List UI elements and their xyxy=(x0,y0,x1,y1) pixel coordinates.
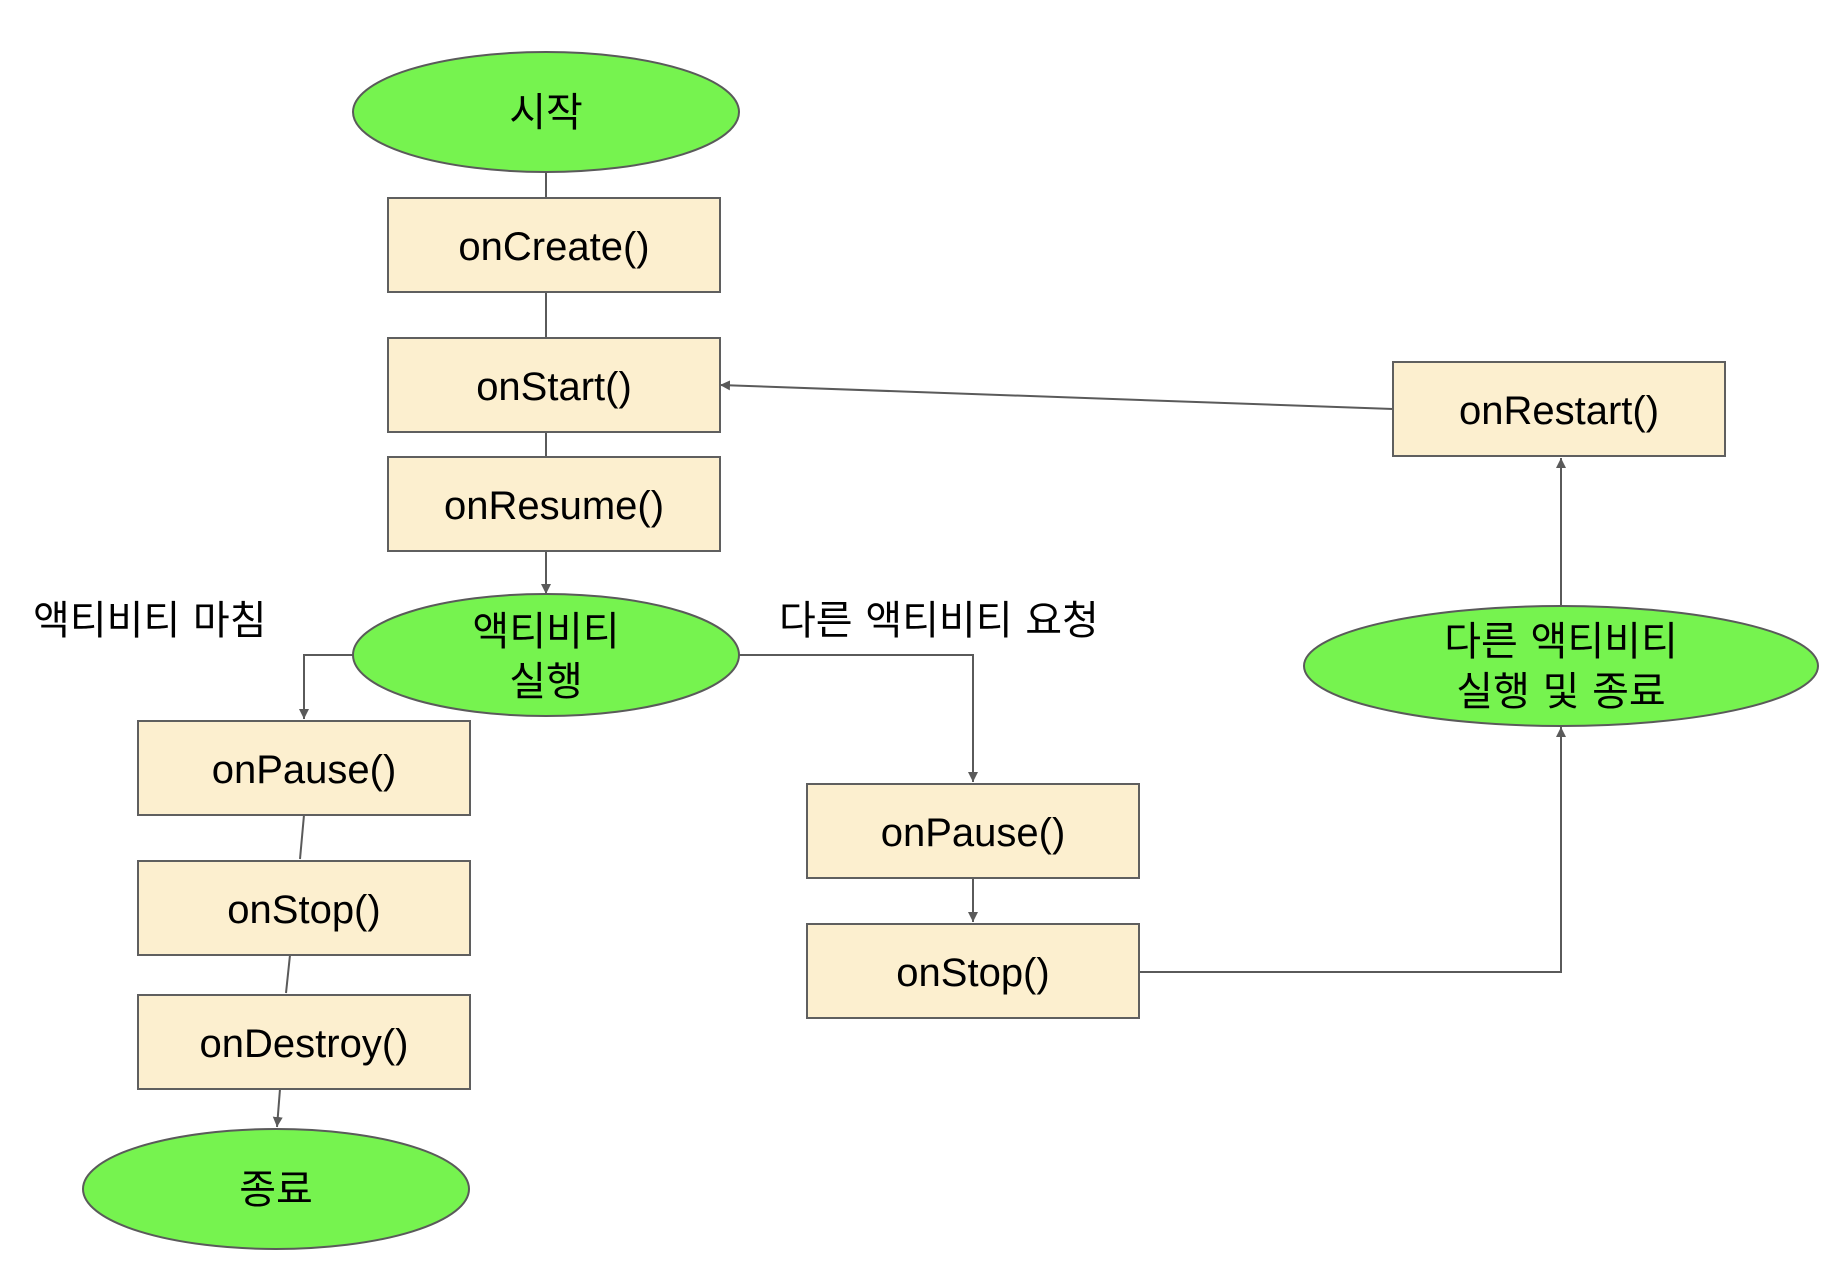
right-onstop-node: onStop() xyxy=(806,923,1140,1019)
oncreate-label: onCreate() xyxy=(458,225,649,269)
left-onstop-label: onStop() xyxy=(227,888,380,932)
oncreate-node: onCreate() xyxy=(387,197,721,293)
edge-running-left-onpause xyxy=(299,654,353,719)
edge-left-onpause-onstop xyxy=(299,814,305,860)
other-label-line1: 다른 액티비티 xyxy=(1444,619,1678,665)
edge-ondestroy-end xyxy=(272,1088,283,1128)
onrestart-node: onRestart() xyxy=(1392,361,1726,457)
onresume-label: onResume() xyxy=(444,484,664,528)
edge-right-onstop-other xyxy=(1139,727,1566,973)
other-activity-node: 다른 액티비티 실행 및 종료 xyxy=(1303,605,1819,727)
right-onpause-label: onPause() xyxy=(881,811,1066,855)
other-activity-request-label: 다른 액티비티 요청 xyxy=(779,598,1099,644)
edge-left-onstop-ondestroy xyxy=(285,954,291,994)
start-node: 시작 xyxy=(352,51,740,173)
end-label: 종료 xyxy=(239,1167,313,1213)
ondestroy-label: onDestroy() xyxy=(200,1022,409,1066)
end-node: 종료 xyxy=(82,1128,470,1250)
finish-activity-label: 액티비티 마침 xyxy=(33,598,267,644)
start-label: 시작 xyxy=(509,90,583,136)
other-label-line2: 실행 및 종료 xyxy=(1456,669,1665,715)
running-label-line1: 액티비티 xyxy=(472,609,619,655)
ondestroy-node: onDestroy() xyxy=(137,994,471,1090)
onstart-node: onStart() xyxy=(387,337,721,433)
activity-running-node: 액티비티 실행 xyxy=(352,593,740,717)
onrestart-label: onRestart() xyxy=(1459,389,1659,433)
onresume-node: onResume() xyxy=(387,456,721,552)
left-onpause-node: onPause() xyxy=(137,720,471,816)
edge-running-right-onpause xyxy=(739,654,978,782)
edges xyxy=(272,172,1566,1128)
left-onpause-label: onPause() xyxy=(212,748,397,792)
left-onstop-node: onStop() xyxy=(137,860,471,956)
running-label-line2: 실행 xyxy=(509,659,583,705)
right-onpause-node: onPause() xyxy=(806,783,1140,879)
edge-onrestart-onstart xyxy=(719,380,1394,410)
onstart-label: onStart() xyxy=(476,365,632,409)
right-onstop-label: onStop() xyxy=(896,951,1049,995)
